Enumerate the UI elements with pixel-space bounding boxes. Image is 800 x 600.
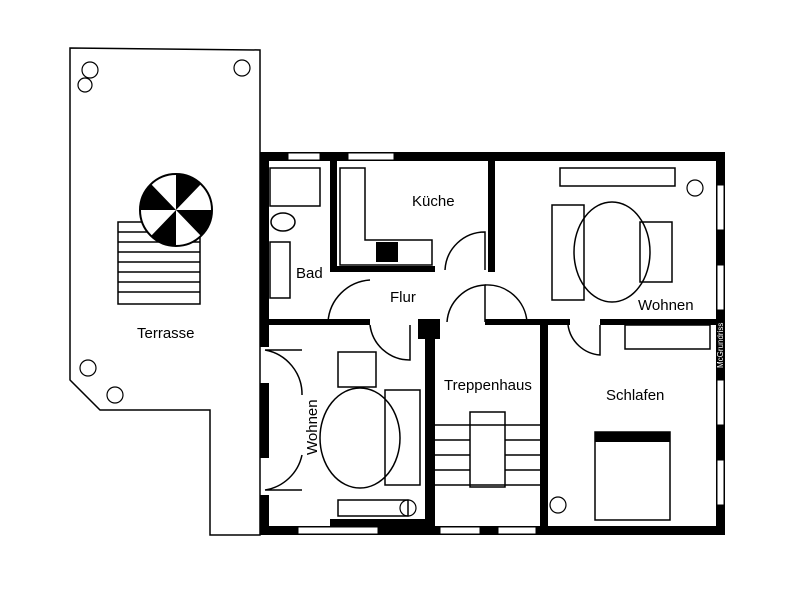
watermark: McGrundriss xyxy=(716,323,725,368)
interior-walls xyxy=(260,152,725,535)
windows xyxy=(287,152,725,535)
plant-icons xyxy=(77,59,704,517)
room-label-bedroom: Schlafen xyxy=(606,387,664,404)
doors xyxy=(264,231,601,491)
bathroom-fixtures xyxy=(269,167,321,299)
stairs xyxy=(435,411,540,488)
terrace-outline xyxy=(69,47,261,536)
room-label-kitchen: Küche xyxy=(412,193,455,210)
living-room-furniture xyxy=(319,351,421,517)
room-label-stairwell: Treppenhaus xyxy=(444,377,532,394)
bed xyxy=(594,324,711,521)
dining-table xyxy=(551,167,676,303)
kitchen-counter xyxy=(339,167,433,266)
room-label-hallway: Flur xyxy=(390,289,416,306)
umbrella-icon xyxy=(139,173,213,247)
room-label-living-left: Wohnen xyxy=(304,399,321,455)
room-label-terrace: Terrasse xyxy=(137,325,195,342)
room-label-living-right: Wohnen xyxy=(638,297,694,314)
room-label-bathroom: Bad xyxy=(296,265,323,282)
